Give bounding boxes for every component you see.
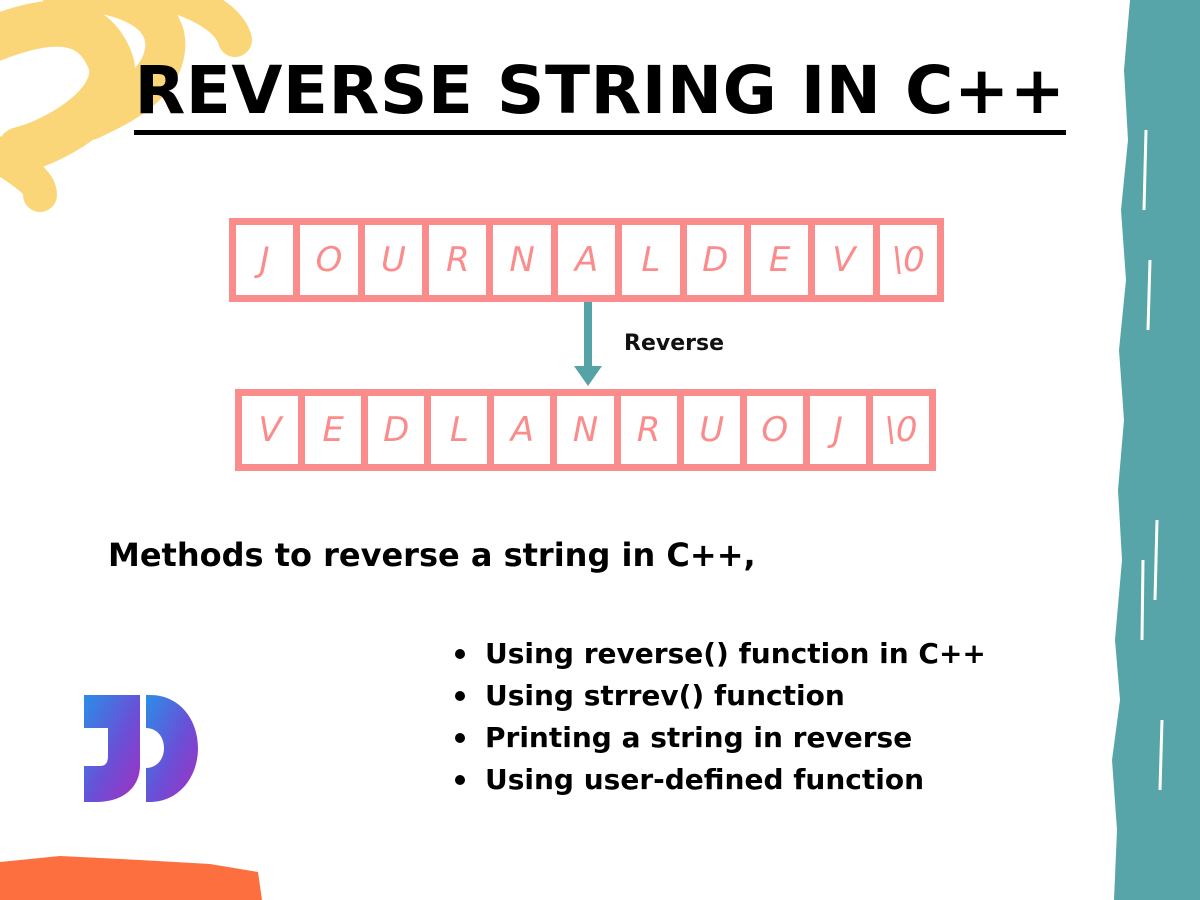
reversed-char-cell: D	[368, 396, 425, 464]
method-item: Using user-defined function	[455, 759, 986, 801]
methods-heading: Methods to reverse a string in C++,	[108, 536, 756, 574]
method-item: Using reverse() function in C++	[455, 633, 986, 675]
method-item: Printing a string in reverse	[455, 717, 986, 759]
original-char-cell: U	[364, 225, 423, 295]
original-null-terminator-cell: \0	[879, 225, 937, 295]
reversed-char-cell: E	[305, 396, 362, 464]
method-item: Using strrev() function	[455, 675, 986, 717]
reversed-char-cell: N	[557, 396, 614, 464]
original-char-cell: J	[236, 225, 294, 295]
down-arrow-icon	[574, 302, 602, 386]
methods-list: Using reverse() function in C++ Using st…	[455, 633, 986, 801]
reversed-char-cell: L	[431, 396, 488, 464]
reversed-char-cell: J	[809, 396, 866, 464]
reversed-char-cell: R	[620, 396, 677, 464]
original-char-cell: V	[815, 225, 873, 295]
reversed-char-cell: V	[242, 396, 299, 464]
original-char-cell: N	[493, 225, 551, 295]
original-char-cell: E	[750, 225, 809, 295]
page-title-text: REVERSE STRING IN C++	[134, 58, 1066, 135]
reversed-string-array: V E D L A N R U O J \0	[235, 389, 936, 471]
page-title: REVERSE STRING IN C++	[0, 58, 1200, 135]
reverse-arrow-label: Reverse	[624, 331, 724, 356]
original-char-cell: D	[686, 225, 744, 295]
original-char-cell: R	[429, 225, 487, 295]
jd-logo	[84, 695, 198, 802]
original-char-cell: A	[557, 225, 616, 295]
original-string-array: J O U R N A L D E V \0	[229, 218, 944, 302]
teal-stripe-decoration	[1112, 0, 1200, 900]
yellow-swirl-decoration	[0, 0, 252, 212]
original-char-cell: L	[622, 225, 680, 295]
reversed-char-cell: O	[746, 396, 803, 464]
reversed-char-cell: U	[683, 396, 740, 464]
original-char-cell: O	[300, 225, 358, 295]
orange-brush-decoration	[0, 856, 262, 900]
reversed-null-terminator-cell: \0	[872, 396, 930, 464]
reversed-char-cell: A	[494, 396, 551, 464]
teal-stripe-highlights	[1140, 129, 1164, 791]
